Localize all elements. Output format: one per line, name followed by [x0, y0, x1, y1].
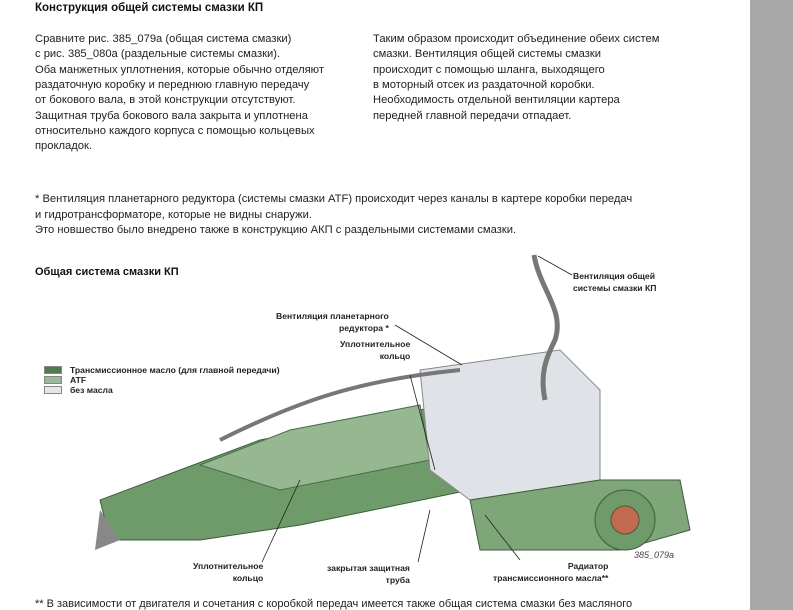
legend-item: ATF: [44, 375, 280, 385]
text-line: Это новшество было внедрено также в конс…: [35, 224, 517, 236]
callout-common-vent: Вентиляция общей системы смазки КП: [573, 270, 656, 294]
callout-radiator: Радиатор трансмиссионного масла**: [493, 560, 608, 584]
vent-hose: [531, 254, 560, 401]
text-line: в моторный отсек из раздаточной коробки.: [373, 78, 595, 91]
callout-line: Вентиляция планетарного: [276, 311, 389, 321]
text-line: Сравните рис. 385_079a (общая система см…: [35, 33, 292, 45]
legend-swatch: [44, 376, 62, 384]
footnote-engine: ** В зависимости от двигателя и сочетани…: [35, 598, 633, 610]
text-line: раздаточную коробку и переднюю главную п…: [35, 78, 310, 91]
transmission-illustration: [95, 254, 691, 563]
text-line: смазки. Вентиляция общей системы смазки: [373, 48, 601, 61]
pipe: [219, 368, 461, 442]
text-line: от бокового вала, в этой конструкции отс…: [35, 94, 296, 107]
legend-label: без масла: [70, 385, 113, 395]
text-line: Необходимость отдельной вентиляции карте…: [373, 94, 620, 107]
rear-mount: [95, 510, 120, 550]
legend: Трансмиссионное масло (для главной перед…: [44, 365, 280, 395]
callout-protective-tube: закрытая защитная труба: [327, 562, 410, 586]
callout-line: труба: [385, 575, 410, 585]
callout-line: Уплотнительное: [193, 561, 264, 571]
callout-line: системы смазки КП: [573, 283, 657, 293]
text-line: происходит с помощью шланга, выходящего: [373, 63, 605, 76]
text-line: с рис. 385_080a (раздельные системы смаз…: [35, 48, 281, 61]
legend-item: без масла: [44, 385, 280, 395]
callout-planetary-vent: Вентиляция планетарного редуктора *: [276, 310, 389, 334]
flange-center: [610, 505, 640, 535]
callout-seal-ring-bottom: Уплотнительное кольцо: [193, 560, 263, 584]
callout-line: Уплотнительное: [340, 339, 411, 349]
legend-label: ATF: [70, 375, 87, 385]
legend-swatch: [44, 386, 62, 394]
callout-line: кольцо: [232, 573, 264, 583]
legend-label: Трансмиссионное масло (для главной перед…: [70, 365, 280, 375]
figure-title: Общая система смазки КП: [35, 266, 179, 278]
text-line: передней главной передачи отпадает.: [373, 109, 572, 122]
text-line: Защитная труба бокового вала закрыта и у…: [35, 109, 308, 122]
section-heading: Конструкция общей системы смазки КП: [35, 2, 264, 14]
text-line: и гидротрансформаторе, которые не видны …: [35, 208, 312, 221]
legend-swatch: [44, 366, 62, 374]
leader-lines: [261, 255, 573, 563]
callout-line: трансмиссионного масла**: [493, 573, 609, 583]
text-line: Оба манжетных уплотнения, которые обычно…: [35, 63, 324, 76]
callout-line: редуктора *: [339, 323, 389, 333]
figure-id: 385_079a: [634, 550, 675, 560]
callout-seal-ring-top: Уплотнительное кольцо: [340, 338, 410, 362]
text-line: относительно каждого корпуса с помощью к…: [35, 124, 315, 137]
callout-line: закрытая защитная: [327, 563, 410, 573]
text-line: прокладок.: [35, 140, 93, 153]
text-line: Таким образом происходит объединение обе…: [373, 33, 660, 45]
legend-item: Трансмиссионное масло (для главной перед…: [44, 365, 280, 375]
callout-line: кольцо: [379, 351, 411, 361]
text-line: * Вентиляция планетарного редуктора (сис…: [35, 193, 633, 205]
callout-line: Вентиляция общей: [573, 271, 655, 281]
document-page: Конструкция общей системы смазки КП Срав…: [0, 0, 750, 610]
callout-line: Радиатор: [567, 561, 609, 571]
